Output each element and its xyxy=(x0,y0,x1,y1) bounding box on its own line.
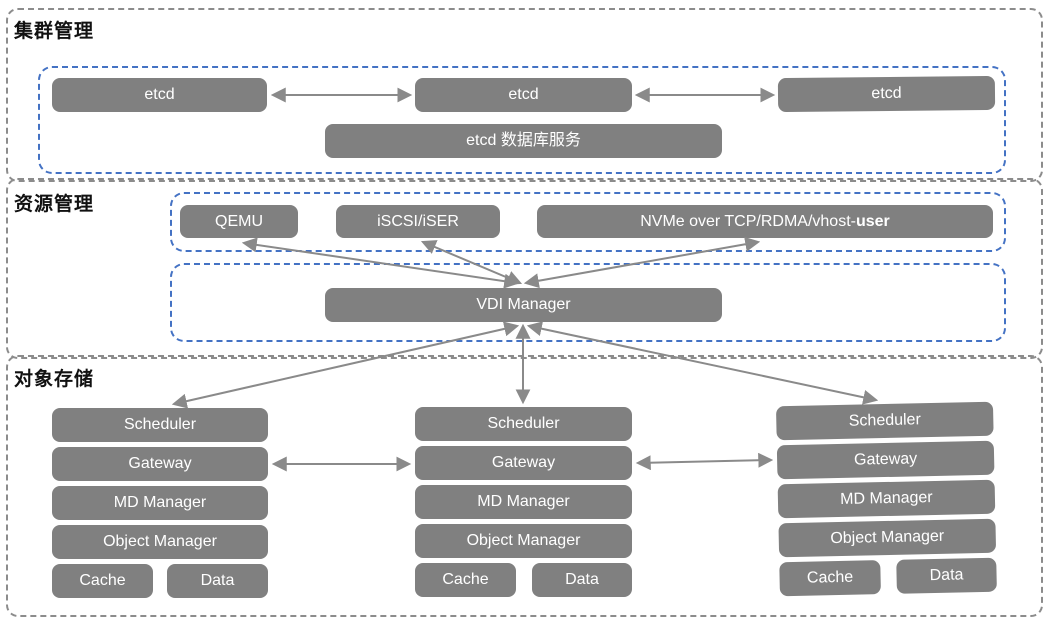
storage-column-right: Scheduler Gateway MD Manager Object Mana… xyxy=(775,401,997,602)
cache-node: Cache xyxy=(415,563,516,597)
nvme-node-label: NVMe over TCP/RDMA/vhost- xyxy=(640,212,856,230)
cache-node: Cache xyxy=(52,564,153,598)
gateway-node: Gateway xyxy=(776,440,995,480)
vdi-manager-node: VDI Manager xyxy=(325,288,722,322)
nvme-node: NVMe over TCP/RDMA/vhost-user xyxy=(537,205,993,238)
section-cluster-management xyxy=(6,8,1043,182)
object-manager-node: Object Manager xyxy=(415,524,632,558)
object-manager-node: Object Manager xyxy=(52,525,268,559)
resource-section-title: 资源管理 xyxy=(14,194,95,215)
md-manager-node: MD Manager xyxy=(777,479,996,519)
md-manager-node: MD Manager xyxy=(415,485,632,519)
data-node: Data xyxy=(896,557,997,594)
nvme-node-label-bold: user xyxy=(855,212,890,230)
etcd-node-3: etcd xyxy=(777,75,996,113)
gateway-node: Gateway xyxy=(52,447,268,481)
storage-section-title: 对象存储 xyxy=(14,369,95,390)
iscsi-iser-node: iSCSI/iSER xyxy=(336,205,500,238)
etcd-node-2: etcd xyxy=(415,78,632,112)
object-manager-node: Object Manager xyxy=(778,518,997,558)
etcd-node-1: etcd xyxy=(52,78,267,112)
qemu-node: QEMU xyxy=(180,205,298,238)
data-node: Data xyxy=(532,563,632,597)
md-manager-node: MD Manager xyxy=(52,486,268,520)
etcd-cluster-container xyxy=(38,66,1006,174)
gateway-node: Gateway xyxy=(415,446,632,480)
storage-column-left: Scheduler Gateway MD Manager Object Mana… xyxy=(52,408,268,603)
cluster-section-title: 集群管理 xyxy=(14,21,95,42)
storage-column-middle: Scheduler Gateway MD Manager Object Mana… xyxy=(415,407,632,602)
scheduler-node: Scheduler xyxy=(52,408,268,442)
scheduler-node: Scheduler xyxy=(775,401,994,441)
data-node: Data xyxy=(167,564,268,598)
scheduler-node: Scheduler xyxy=(415,407,632,441)
cache-node: Cache xyxy=(779,560,881,597)
etcd-db-service-node: etcd 数据库服务 xyxy=(325,124,722,158)
